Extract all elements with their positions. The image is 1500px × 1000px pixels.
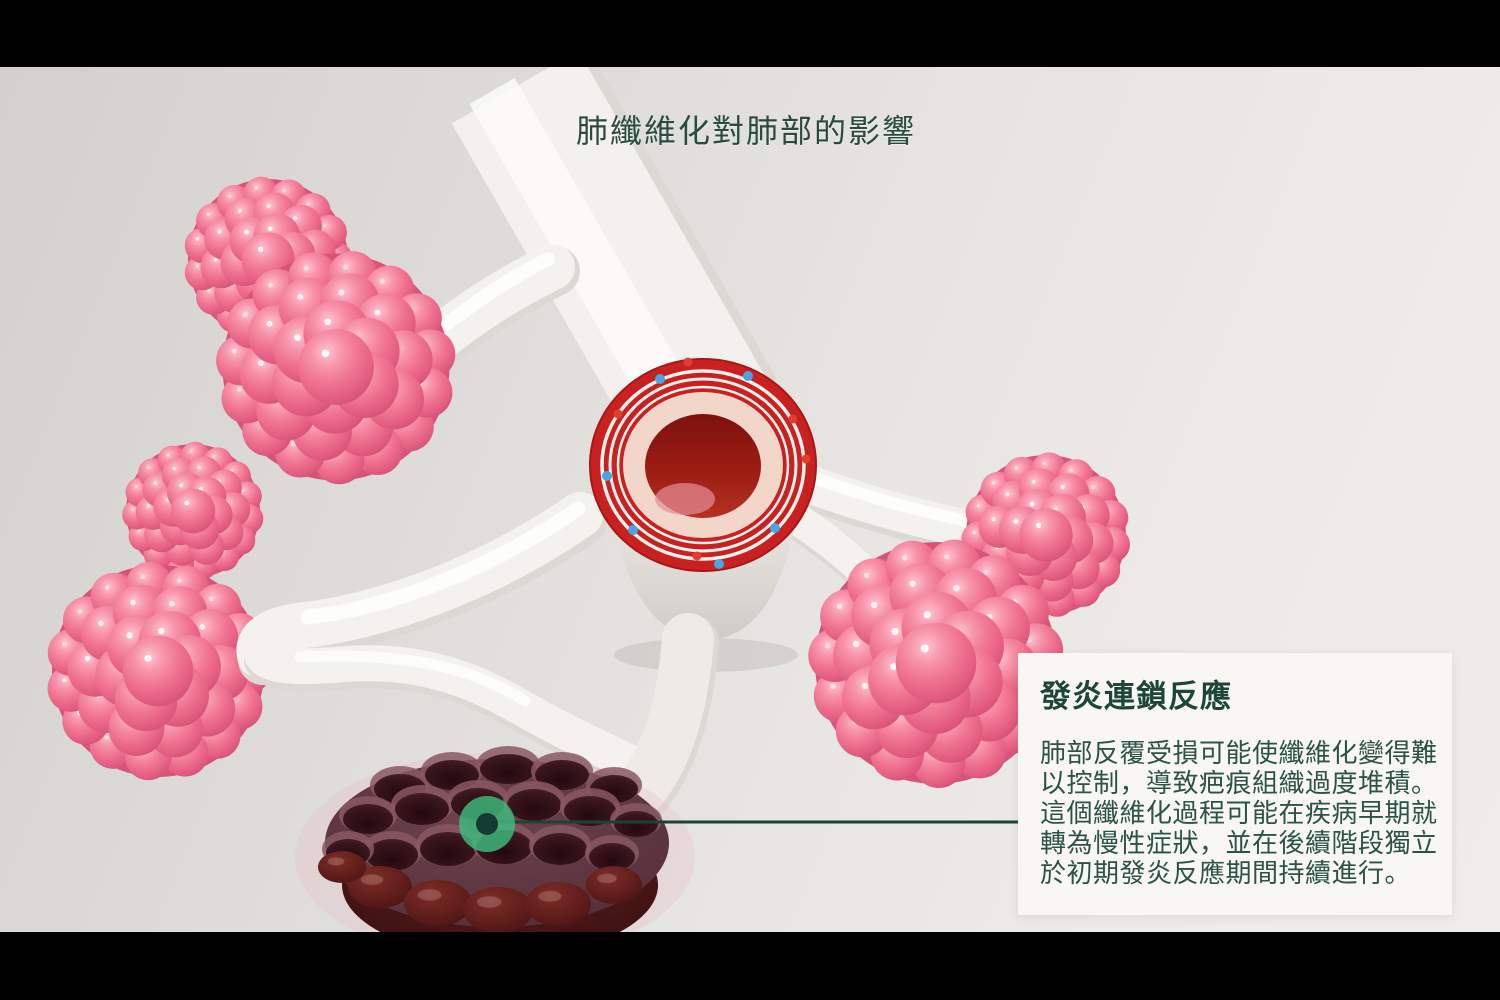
callout-body-line: 於初期發炎反應期間持續進行。 <box>1040 859 1412 889</box>
callout-body-line: 這個纖維化過程可能在疾病早期就 <box>1040 799 1438 829</box>
lung-fibrosis-illustration <box>47 67 1130 961</box>
lower-left-airway-tube <box>236 492 660 792</box>
page-title: 肺纖維化對肺部的影響 <box>576 112 917 150</box>
alveoli-cluster-topleft-large <box>216 251 456 485</box>
marker-inner-dot-icon <box>476 813 498 835</box>
upper-left-branch-tube <box>415 244 580 368</box>
alveoli-cluster-left-small <box>122 441 264 580</box>
callout-heading: 發炎連鎖反應 <box>1040 679 1232 715</box>
cell-dots <box>602 357 811 569</box>
callout-body-line: 轉為慢性症狀，並在後續階段獨立 <box>1040 829 1438 859</box>
fibrotic-alveoli-cluster <box>295 746 695 961</box>
inflammation-hotspot-marker <box>459 796 515 852</box>
letterbox-top <box>0 0 1500 67</box>
callout-body-line: 以控制，導致疤痕組織過度堆積。 <box>1040 769 1438 799</box>
alveoli-cluster-right-large <box>808 539 1064 788</box>
callout-body-line: 肺部反覆受損可能使纖維化變得難 <box>1040 739 1438 769</box>
alveoli-cluster-left-large <box>47 561 271 781</box>
letterbox-bottom <box>0 932 1500 1000</box>
illustration-background <box>0 67 1500 961</box>
callout-panel: 發炎連鎖反應 肺部反覆受損可能使纖維化變得難 以控制，導致疤痕組織過度堆積。 這… <box>1018 653 1452 915</box>
bronchiole-cross-section <box>589 357 817 826</box>
